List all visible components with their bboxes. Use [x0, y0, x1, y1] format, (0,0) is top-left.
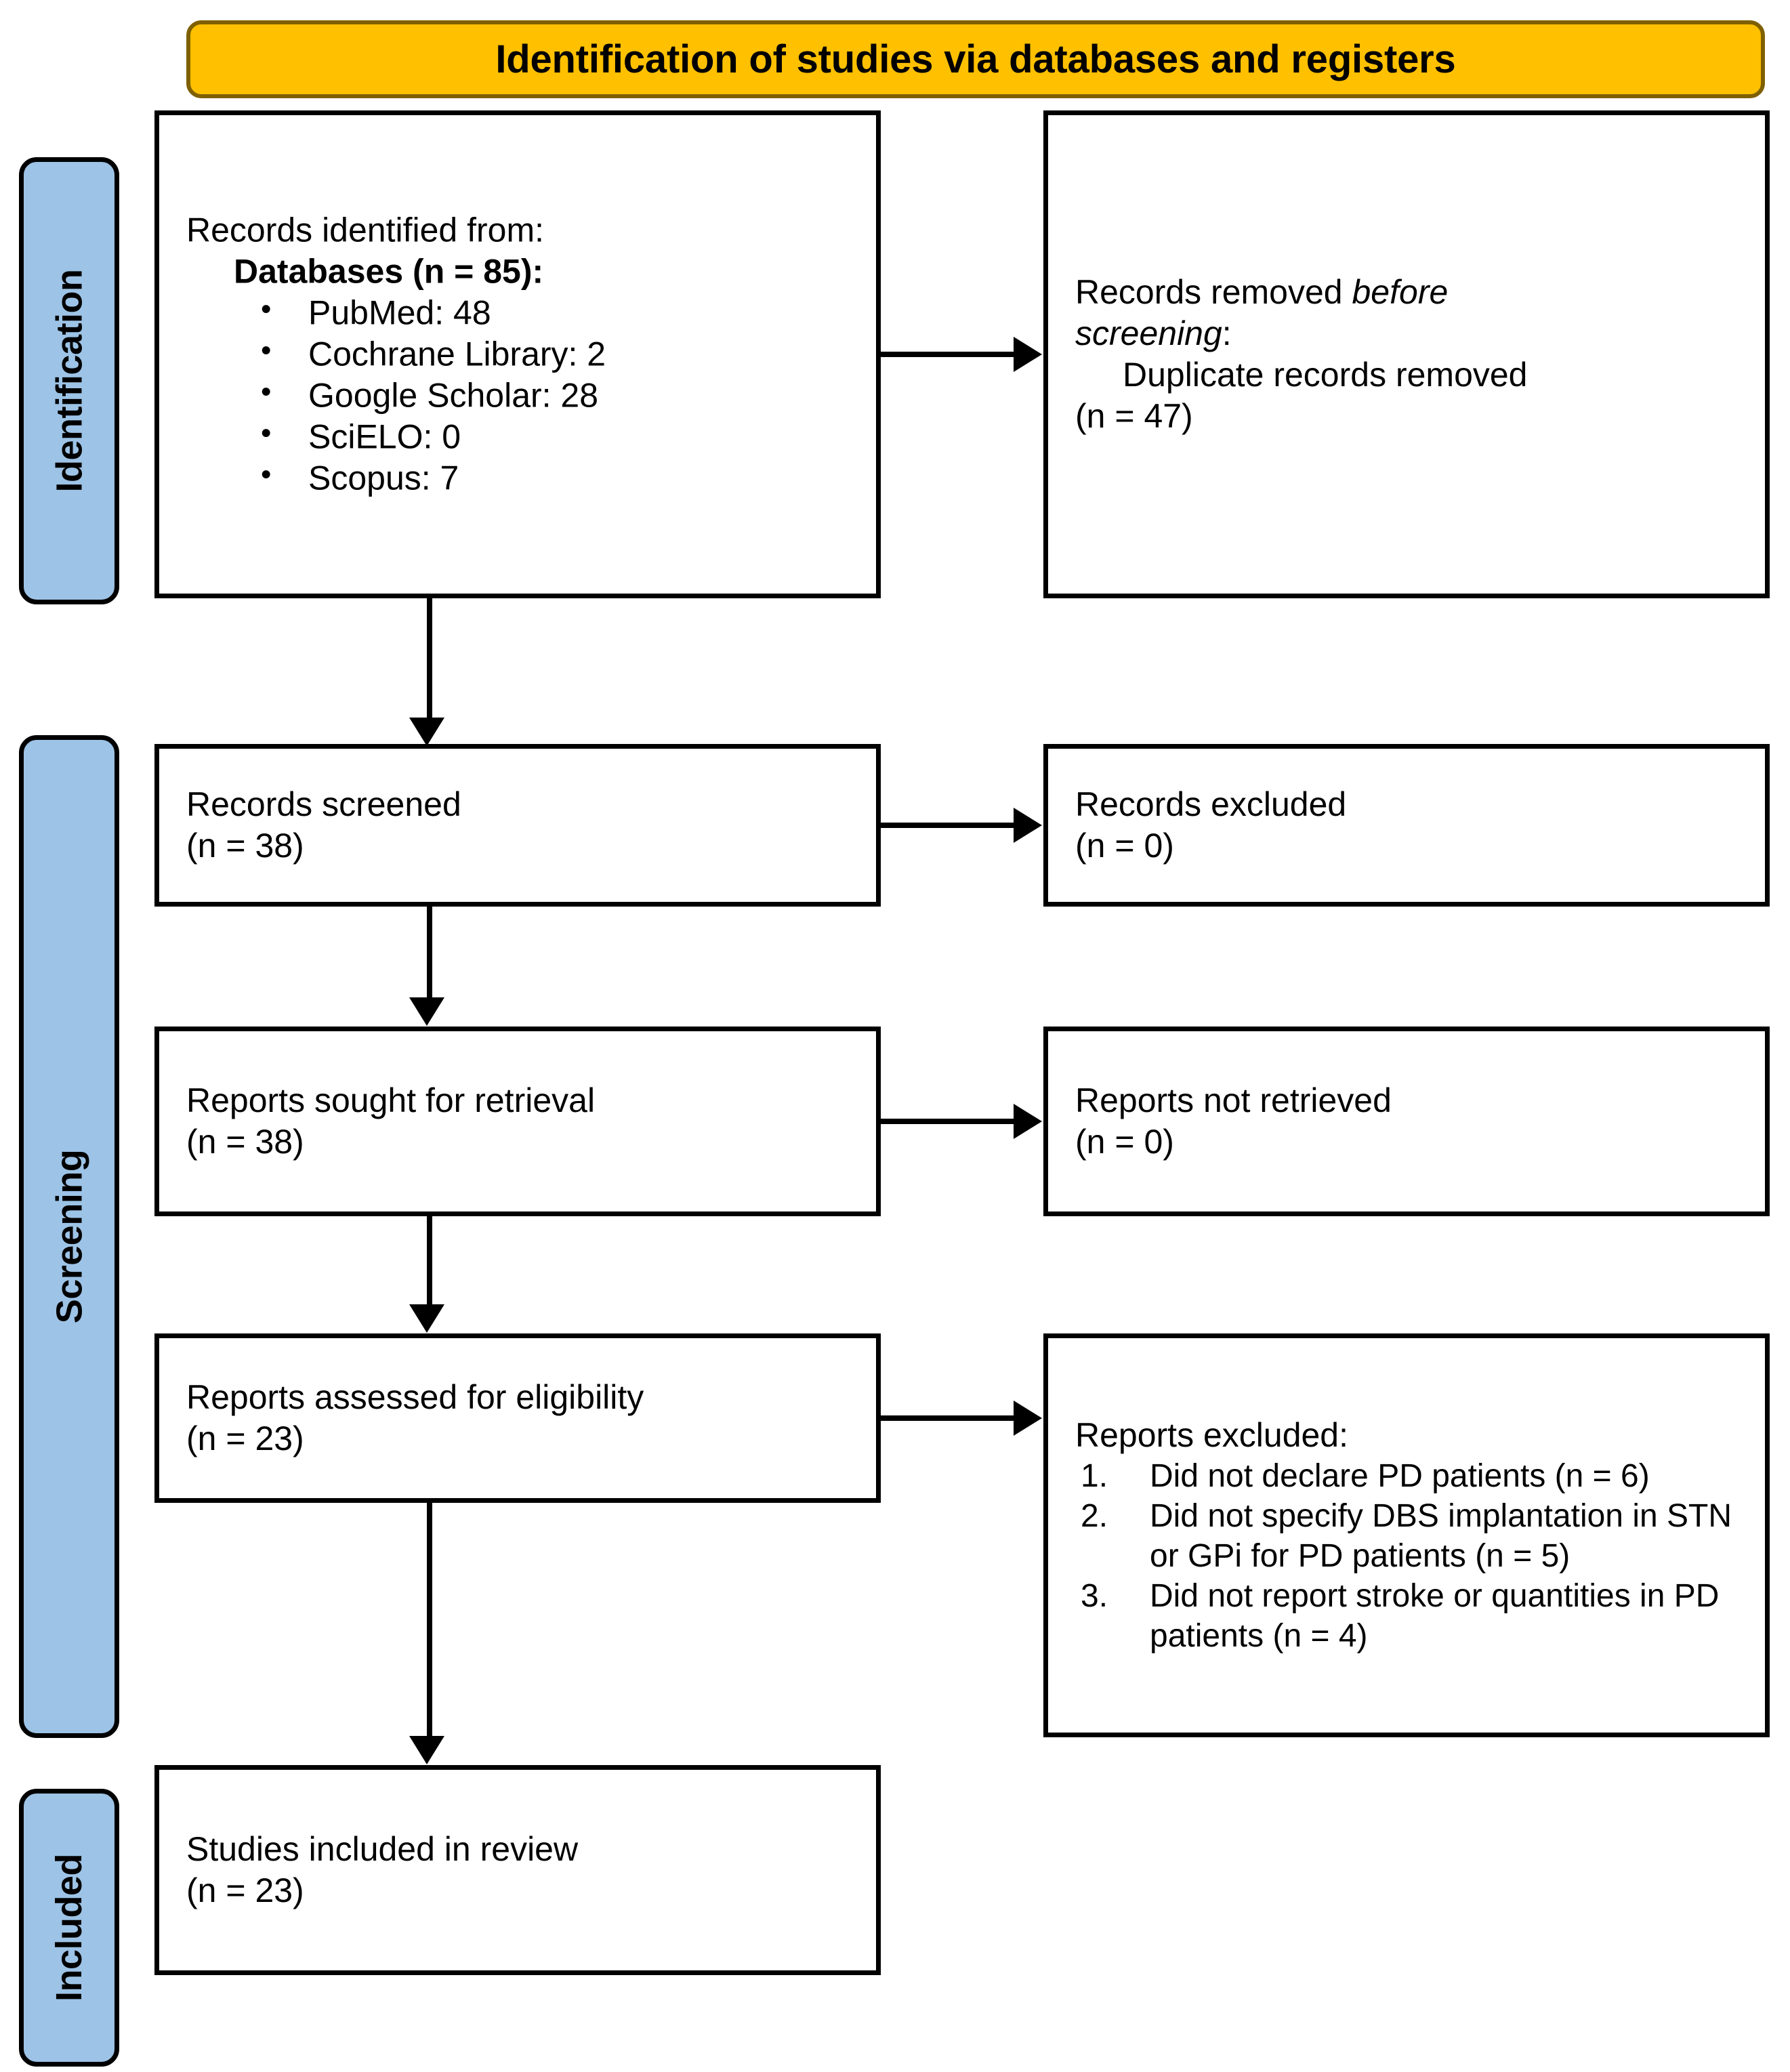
records-excluded-count: (n = 0): [1075, 827, 1174, 865]
records-removed-heading-colon: :: [1222, 314, 1232, 352]
studies-included-count: (n = 23): [186, 1871, 304, 1909]
list-item: Did not report stroke or quantities in P…: [1081, 1576, 1720, 1655]
records-excluded-label: Records excluded: [1075, 785, 1347, 823]
records-removed-heading-emph1: before: [1352, 273, 1449, 311]
stage-label-included-text: Included: [49, 1853, 90, 2002]
list-item: Did not declare PD patients (n = 6): [1081, 1456, 1650, 1496]
connector-screened-to-records-excluded: [881, 823, 1016, 828]
records-identified-databases: Databases (n = 85):: [234, 252, 544, 291]
connector-sought-to-not-retrieved: [881, 1119, 1016, 1124]
box-records-removed-before-screening: Records removed before screening: Duplic…: [1043, 110, 1770, 598]
box-reports-sought-for-retrieval: Reports sought for retrieval (n = 38): [154, 1027, 881, 1216]
list-item: SciELO: 0: [186, 415, 858, 458]
stage-label-included: Included: [19, 1789, 119, 2067]
records-removed-heading-line2: screening:: [1075, 313, 1747, 354]
records-screened-label: Records screened: [186, 785, 461, 823]
arrow-down-icon: [409, 1304, 444, 1333]
box-studies-included-in-review: Studies included in review (n = 23): [154, 1765, 881, 1975]
arrow-right-icon: [1014, 808, 1042, 843]
connector-identified-to-removed: [881, 352, 1016, 357]
list-item: PubMed: 48: [186, 291, 858, 334]
page-title: Identification of studies via databases …: [495, 37, 1456, 81]
reports-assessed-count: (n = 23): [186, 1420, 304, 1457]
duplicate-records-removed-count: (n = 47): [1075, 397, 1193, 435]
box-reports-assessed-for-eligibility: Reports assessed for eligibility (n = 23…: [154, 1333, 881, 1503]
reports-not-retrieved-label: Reports not retrieved: [1075, 1081, 1392, 1119]
reports-assessed-label: Reports assessed for eligibility: [186, 1378, 644, 1416]
exclusion-reason-list: Did not declare PD patients (n = 6) Did …: [1075, 1456, 1747, 1656]
diagram-header-banner: Identification of studies via databases …: [186, 20, 1765, 98]
arrow-down-icon: [409, 718, 444, 746]
records-identified-heading: Records identified from:: [186, 211, 545, 249]
list-item: Google Scholar: 28: [186, 374, 858, 417]
stage-label-identification-text: Identification: [49, 269, 89, 493]
list-item: Cochrane Library: 2: [186, 333, 858, 375]
records-removed-heading-part1: Records removed: [1075, 273, 1352, 311]
connector-identified-to-screened: [427, 598, 432, 718]
arrow-right-icon: [1014, 1104, 1042, 1139]
arrow-down-icon: [409, 997, 444, 1026]
stage-label-screening-text: Screening: [49, 1149, 89, 1324]
box-records-identified: Records identified from: Databases (n = …: [154, 110, 881, 598]
list-item: Scopus: 7: [186, 457, 858, 499]
reports-not-retrieved-count: (n = 0): [1075, 1123, 1174, 1161]
studies-included-label: Studies included in review: [186, 1830, 579, 1868]
list-item: Did not specify DBS implantation in STN …: [1081, 1496, 1732, 1574]
stage-label-screening: Screening: [19, 735, 119, 1738]
records-removed-heading: Records removed before: [1075, 272, 1747, 313]
arrow-right-icon: [1014, 337, 1042, 372]
box-records-excluded: Records excluded (n = 0): [1043, 744, 1770, 907]
connector-screened-to-sought: [427, 907, 432, 997]
duplicate-records-removed-label: Duplicate records removed: [1123, 356, 1528, 394]
records-removed-heading-emph2: screening: [1075, 314, 1222, 352]
database-source-list: PubMed: 48 Cochrane Library: 2 Google Sc…: [186, 291, 858, 499]
reports-sought-count: (n = 38): [186, 1123, 304, 1161]
box-reports-not-retrieved: Reports not retrieved (n = 0): [1043, 1027, 1770, 1216]
records-screened-count: (n = 38): [186, 827, 304, 865]
box-reports-excluded: Reports excluded: Did not declare PD pat…: [1043, 1333, 1770, 1737]
reports-excluded-heading: Reports excluded:: [1075, 1415, 1349, 1454]
arrow-right-icon: [1014, 1401, 1042, 1436]
reports-sought-label: Reports sought for retrieval: [186, 1081, 596, 1119]
connector-assessed-to-included: [427, 1503, 432, 1736]
arrow-down-icon: [409, 1736, 444, 1764]
box-records-screened: Records screened (n = 38): [154, 744, 881, 907]
stage-label-identification: Identification: [19, 157, 119, 604]
connector-assessed-to-reports-excluded: [881, 1415, 1016, 1421]
connector-sought-to-assessed: [427, 1216, 432, 1304]
